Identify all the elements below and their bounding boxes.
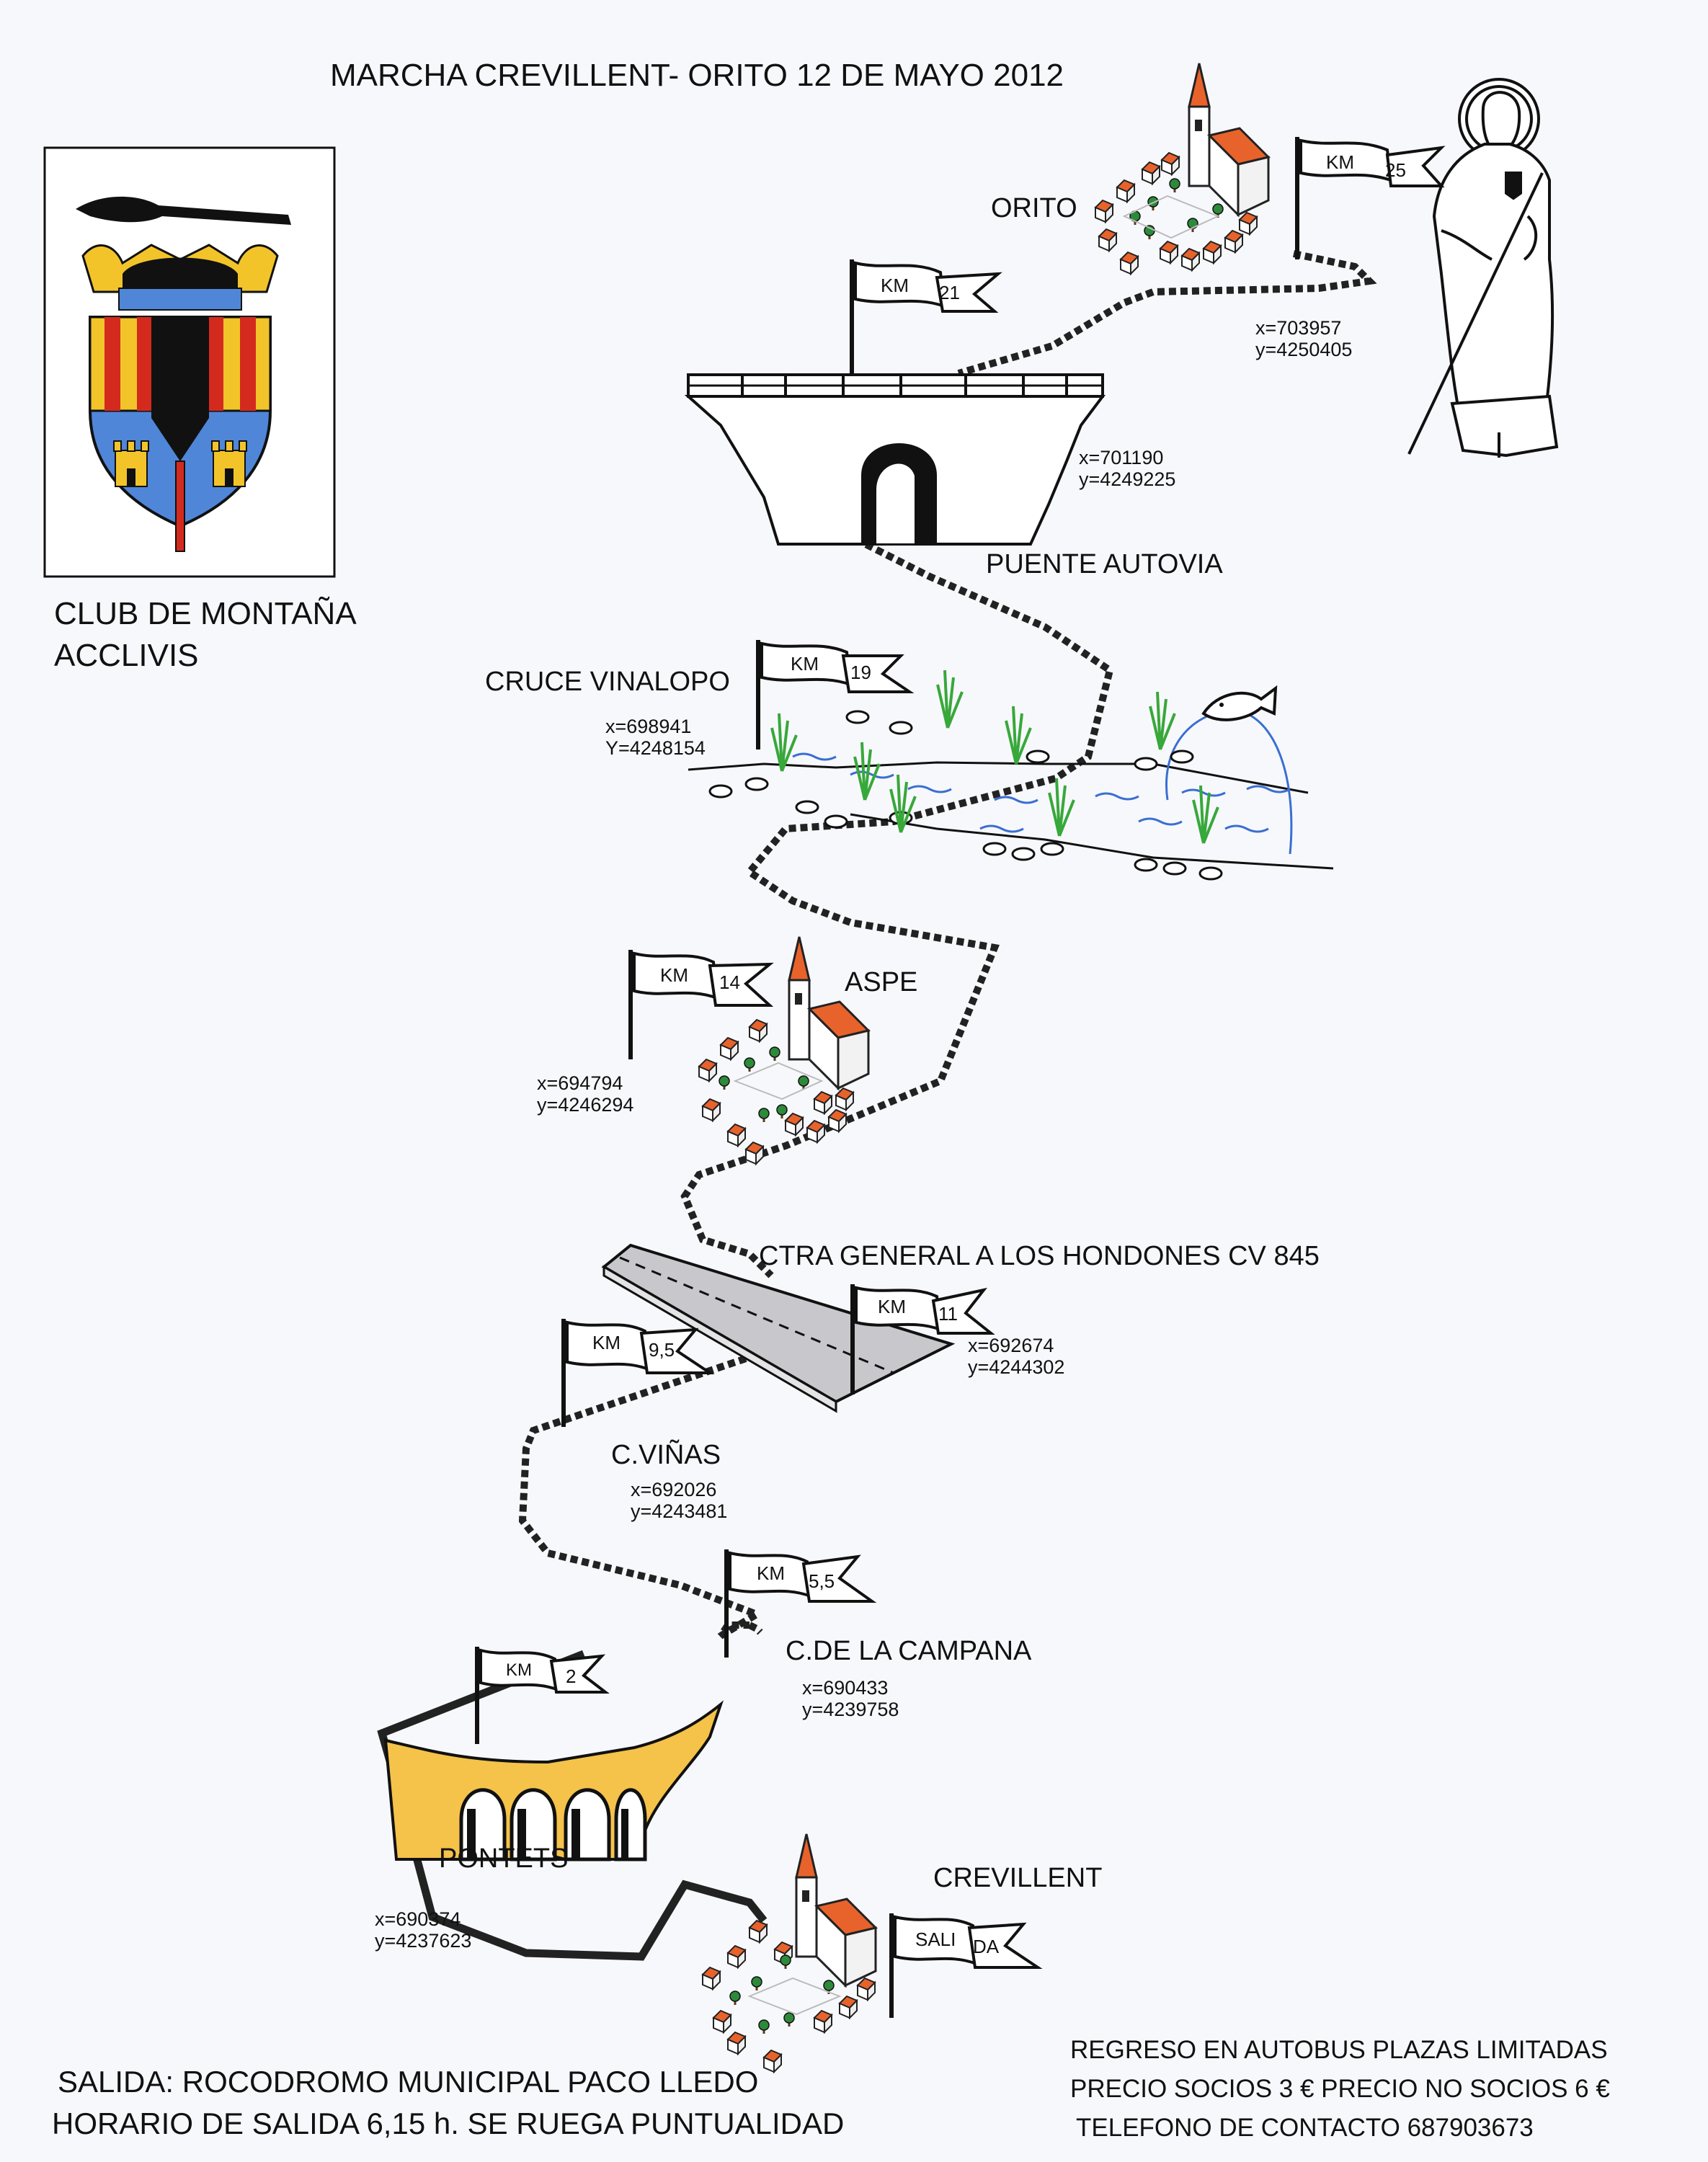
coords-pontets: x=690374 y=4237623 — [375, 1908, 562, 1952]
place-vinas: C.VIÑAS — [611, 1440, 721, 1470]
flag-km-label: KM — [757, 1562, 785, 1584]
flag-km-14: KM 14 — [628, 950, 774, 1059]
coord-x: x=703957 — [1255, 317, 1342, 339]
coords-vinas: x=692026 y=4243481 — [631, 1479, 818, 1522]
place-pontets: PONTETS — [439, 1843, 569, 1874]
flag-km-label: KM — [791, 653, 819, 675]
saint-figure-icon — [1407, 78, 1559, 458]
footer-precio: PRECIO SOCIOS 3 € PRECIO NO SOCIOS 6 € — [1070, 2075, 1610, 2103]
flag-km-number: 9,5 — [649, 1339, 675, 1361]
coord-x: x=690433 — [802, 1677, 889, 1699]
flag-km-21: KM 21 — [850, 259, 1002, 375]
flag-km-number: 5,5 — [809, 1570, 835, 1592]
flag-km-label: KM — [878, 1296, 906, 1317]
flag-km-number: 19 — [850, 662, 871, 683]
coord-y: Y=4248154 — [605, 737, 706, 759]
flag-km-25: KM 25 — [1295, 137, 1446, 259]
coords-puente: x=701190 y=4249225 — [1079, 447, 1266, 490]
coords-ctra: x=692674 y=4244302 — [968, 1335, 1155, 1378]
flag-km-label: KM — [1326, 151, 1354, 173]
flag-km-label: KM — [660, 964, 688, 986]
club-name-line2: ACCLIVIS — [54, 638, 199, 673]
club-name-line1: CLUB DE MONTAÑA — [54, 596, 357, 631]
place-cruce: CRUCE VINALOPO — [485, 667, 730, 697]
footer-salida: SALIDA: ROCODROMO MUNICIPAL PACO LLEDO — [58, 2065, 759, 2099]
coords-campana: x=690433 y=4239758 — [802, 1677, 989, 1720]
place-campana: C.DE LA CAMPANA — [786, 1636, 1032, 1666]
coord-x: x=698941 — [605, 716, 692, 737]
coords-cruce: x=698941 Y=4248154 — [605, 716, 793, 759]
vinalopo-river-icon — [688, 669, 1334, 881]
flag-km-2: KM 2 — [475, 1647, 610, 1744]
club-name: CLUB DE MONTAÑA ACCLIVIS — [54, 593, 429, 677]
coord-y: y=4249225 — [1079, 468, 1176, 490]
footer-telefono: TELEFONO DE CONTACTO 687903673 — [1076, 2114, 1534, 2142]
flag-salida-label-b: DA — [973, 1936, 1000, 1957]
place-aspe: ASPE — [845, 967, 918, 997]
page-title: MARCHA CREVILLENT- ORITO 12 DE MAYO 2012 — [330, 58, 1064, 93]
flag-km-number: 11 — [938, 1303, 958, 1325]
pontets-aqueduct-icon — [383, 1700, 724, 1861]
flag-salida: SALI DA — [889, 1913, 1043, 2018]
flag-km-label: KM — [592, 1332, 621, 1353]
footer-regreso: REGRESO EN AUTOBUS PLAZAS LIMITADAS — [1070, 2036, 1608, 2064]
road-cv845-icon — [601, 1243, 956, 1413]
flag-km-number: 25 — [1385, 159, 1406, 181]
flag-km-11: KM 11 — [850, 1284, 995, 1394]
footer-horario: HORARIO DE SALIDA 6,15 h. SE RUEGA PUNTU… — [52, 2107, 845, 2140]
flag-km-5-5: KM 5,5 — [724, 1549, 877, 1658]
coords-aspe: x=694794 y=4246294 — [537, 1072, 724, 1116]
flag-km-number: 21 — [939, 282, 960, 303]
fish-icon — [1201, 685, 1278, 721]
footer-right: REGRESO EN AUTOBUS PLAZAS LIMITADAS PREC… — [1070, 2031, 1697, 2148]
flag-km-label: KM — [506, 1660, 532, 1680]
puente-bridge-icon — [684, 373, 1106, 546]
coord-x: x=692026 — [631, 1479, 717, 1500]
flag-km-19: KM 19 — [756, 640, 915, 749]
coord-y: y=4237623 — [375, 1930, 472, 1952]
coord-x: x=701190 — [1079, 447, 1164, 468]
flag-km-label: KM — [881, 275, 909, 296]
coord-x: x=694794 — [537, 1072, 623, 1094]
footer-left: SALIDA: ROCODROMO MUNICIPAL PACO LLEDO H… — [52, 2061, 1067, 2145]
orito-village-icon — [1095, 62, 1270, 275]
flag-km-9-5: KM 9,5 — [561, 1319, 715, 1427]
club-crest-icon — [43, 146, 336, 578]
coord-x: x=692674 — [968, 1335, 1054, 1356]
place-puente: PUENTE AUTOVIA — [986, 549, 1223, 579]
flag-salida-label-a: SALI — [915, 1929, 956, 1950]
coord-y: y=4239758 — [802, 1699, 899, 1720]
place-ctra: CTRA GENERAL A LOS HONDONES CV 845 — [759, 1241, 1320, 1271]
coord-y: y=4244302 — [968, 1356, 1065, 1378]
coord-y: y=4246294 — [537, 1094, 634, 1116]
place-crevillent: CREVILLENT — [933, 1863, 1103, 1893]
flag-km-number: 2 — [566, 1665, 576, 1687]
place-orito: ORITO — [991, 193, 1077, 223]
aspe-village-icon — [698, 935, 870, 1165]
coords-orito: x=703957 y=4250405 — [1255, 317, 1443, 360]
coord-x: x=690374 — [375, 1908, 461, 1930]
crevillent-village-icon — [702, 1833, 877, 2073]
coord-y: y=4243481 — [631, 1500, 728, 1522]
flag-km-number: 14 — [719, 971, 740, 993]
coord-y: y=4250405 — [1255, 339, 1353, 360]
